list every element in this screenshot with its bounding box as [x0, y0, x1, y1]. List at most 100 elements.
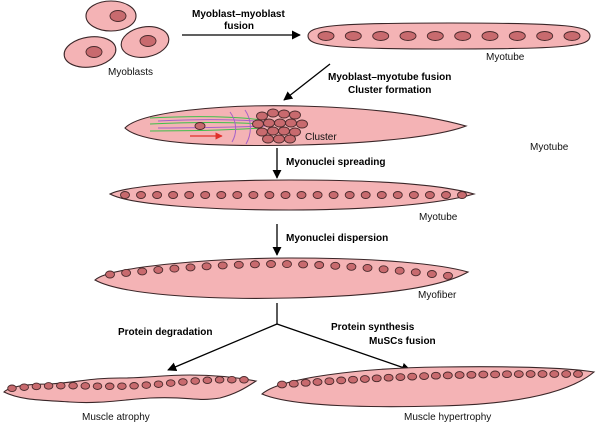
- myonucleus: [273, 134, 285, 144]
- myonucleus: [296, 191, 307, 199]
- myonucleus: [266, 260, 276, 268]
- myonucleus: [392, 191, 403, 199]
- myonucleus: [426, 270, 437, 278]
- arrow-hypertrophy: [276, 323, 411, 372]
- myonucleus: [426, 31, 444, 41]
- myonucleus: [508, 31, 526, 41]
- step-cluster-formation: Cluster formation: [348, 85, 431, 96]
- myonucleus: [56, 381, 66, 390]
- myonucleus: [430, 371, 441, 380]
- myonucleus: [264, 191, 275, 199]
- myonucleus: [263, 118, 275, 128]
- myonucleus: [395, 373, 406, 381]
- myotube-early: [307, 22, 591, 50]
- myonucleus: [383, 373, 394, 382]
- label-hypertrophy: Muscle hypertrophy: [404, 412, 491, 423]
- myonucleus: [407, 372, 418, 381]
- myonucleus: [300, 378, 311, 387]
- myonucleus: [185, 263, 196, 272]
- myonucleus: [267, 126, 279, 136]
- myonucleus: [502, 370, 512, 379]
- myonucleus: [249, 260, 260, 269]
- myonucleus: [105, 270, 115, 279]
- myonucleus: [121, 268, 132, 277]
- myonucleus: [239, 376, 249, 384]
- myonucleus: [457, 191, 467, 199]
- myonucleus: [378, 265, 389, 274]
- myonucleus: [525, 370, 536, 378]
- hypertrophic-myofiber: [260, 366, 596, 408]
- myonucleus: [178, 378, 188, 386]
- myonucleus: [153, 380, 164, 388]
- myonucleus: [277, 380, 287, 389]
- myonucleus: [336, 376, 347, 385]
- step-spreading: Myonuclei spreading: [286, 157, 385, 168]
- myonucleus: [537, 370, 548, 378]
- myonucleus: [136, 191, 146, 199]
- myonucleus: [324, 377, 335, 386]
- myonucleus: [201, 262, 212, 271]
- label-myotube-3: Myotube: [419, 212, 458, 223]
- myonucleus: [561, 370, 572, 378]
- myonucleus: [232, 191, 243, 199]
- myonucleus: [233, 260, 244, 269]
- myonucleus: [394, 266, 405, 275]
- myonucleus: [443, 271, 453, 280]
- myonucleus: [344, 191, 355, 199]
- myonucleus: [314, 261, 325, 269]
- myonucleus: [280, 191, 291, 199]
- myonucleus: [137, 267, 148, 276]
- myonucleus: [284, 134, 296, 144]
- myonucleus: [153, 265, 164, 274]
- myonucleus: [317, 31, 335, 41]
- myonucleus: [549, 370, 560, 378]
- myonucleus: [278, 126, 290, 136]
- myoblast-cell: [63, 36, 117, 68]
- myonucleus: [248, 191, 259, 199]
- myonucleus: [359, 375, 370, 383]
- myonucleus: [168, 191, 179, 199]
- myonucleus: [328, 191, 339, 199]
- myonucleus: [312, 378, 323, 386]
- myonucleus: [80, 382, 91, 390]
- label-cluster: Cluster: [305, 132, 337, 143]
- myonucleus: [408, 191, 419, 199]
- myonucleus: [481, 31, 499, 41]
- myonucleus: [360, 191, 371, 199]
- label-myotube-1: Myotube: [486, 52, 525, 63]
- myonucleus: [371, 374, 382, 383]
- myotube-spread-nuclei: [108, 179, 476, 211]
- myonucleus: [117, 382, 127, 390]
- myonucleus: [68, 381, 78, 390]
- myoblast-cell: [120, 26, 170, 58]
- myonucleus: [194, 122, 206, 130]
- myonucleus: [152, 191, 163, 199]
- myonucleus: [348, 375, 358, 384]
- myonucleus: [227, 375, 237, 384]
- step-muscs-fusion: MuSCs fusion: [369, 336, 436, 347]
- step-fusion-line1: Myoblast–myoblast: [192, 9, 285, 20]
- label-atrophy: Muscle atrophy: [82, 412, 150, 423]
- myonucleus: [274, 118, 286, 128]
- step-synthesis: Protein synthesis: [331, 322, 415, 333]
- myonucleus: [200, 191, 211, 199]
- myonucleus: [441, 191, 451, 199]
- myonucleus: [399, 31, 417, 41]
- step-myotube-fusion: Myoblast–myotube fusion: [328, 72, 451, 83]
- myonucleus: [92, 382, 103, 390]
- myonucleus: [7, 384, 17, 393]
- myonucleus: [419, 372, 430, 380]
- myonucleus: [296, 119, 308, 129]
- myofiber: [94, 257, 470, 299]
- myonucleus: [298, 260, 309, 269]
- myonucleus: [256, 127, 268, 137]
- atrophic-myofiber: [3, 374, 258, 404]
- myonucleus: [217, 261, 228, 270]
- arrow-cluster-formation: [283, 63, 331, 101]
- myonucleus: [262, 134, 274, 144]
- step-fusion-line2: fusion: [224, 21, 254, 32]
- myonucleus: [104, 382, 115, 391]
- myonucleus: [573, 370, 583, 378]
- myonucleus: [372, 31, 390, 41]
